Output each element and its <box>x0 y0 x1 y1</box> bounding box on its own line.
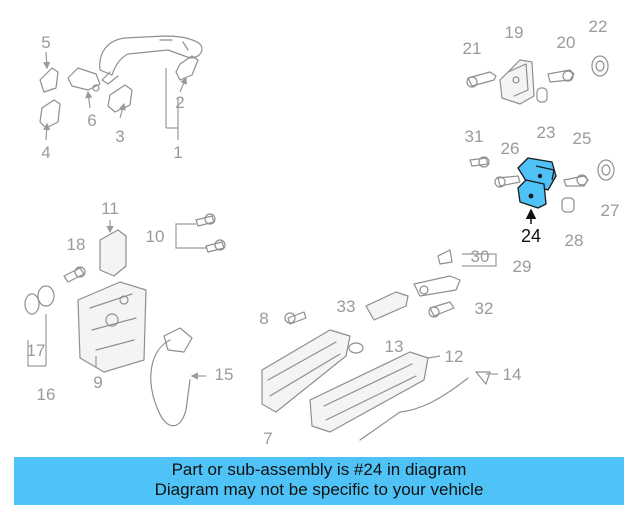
handle-base-part <box>107 84 133 113</box>
banner-line-1: Part or sub-assembly is #24 in diagram <box>171 460 467 479</box>
rod-29 <box>413 275 461 297</box>
hinge-bolt-21 <box>466 71 497 88</box>
callout-1: 1 <box>173 143 182 162</box>
callout-15: 15 <box>215 365 234 384</box>
callout-9: 9 <box>93 373 102 392</box>
callout-30: 30 <box>471 247 490 266</box>
screw-8 <box>284 311 307 325</box>
callout-13: 13 <box>385 337 404 356</box>
callout-29: 29 <box>513 257 532 276</box>
upper-hinge-part <box>499 59 535 105</box>
key-cylinder-part <box>67 67 101 92</box>
callout-10: 10 <box>146 227 165 246</box>
callout-20: 20 <box>557 33 576 52</box>
outside-handle-part <box>99 35 203 85</box>
callout-27: 27 <box>601 201 620 220</box>
cable-14 <box>359 371 491 441</box>
callout-5: 5 <box>41 33 50 52</box>
info-banner: Part or sub-assembly is #24 in diagram D… <box>14 457 624 505</box>
callout-11: 11 <box>101 199 119 218</box>
trim-panel-7 <box>261 329 351 413</box>
callout-33: 33 <box>337 297 356 316</box>
callout-25: 25 <box>573 129 592 148</box>
hinge-bolt-20 <box>547 69 575 83</box>
inner-cable-15 <box>150 327 193 427</box>
bezel-part <box>39 99 61 129</box>
callout-32: 32 <box>475 299 494 318</box>
cap-small-part <box>39 67 59 93</box>
callout-3: 3 <box>115 127 124 146</box>
banner-line-2: Diagram may not be specific to your vehi… <box>154 480 484 499</box>
bolt-32 <box>428 301 455 318</box>
bushing-22 <box>591 55 609 77</box>
hinge-bolt-26 <box>494 175 521 188</box>
callout-24: 24 <box>521 226 541 246</box>
handle-33 <box>365 291 409 321</box>
caps-17 <box>24 285 55 315</box>
pin-28 <box>561 197 575 213</box>
panel-12 <box>309 351 429 433</box>
callout-19: 19 <box>505 23 524 42</box>
callout-28: 28 <box>565 231 584 250</box>
callout-4: 4 <box>41 143 50 162</box>
callout-14: 14 <box>503 365 522 384</box>
bolts-10 <box>195 213 226 253</box>
callout-6: 6 <box>87 111 96 130</box>
latch-cover-11 <box>99 229 127 277</box>
pin-23 <box>536 87 548 103</box>
callout-8: 8 <box>259 309 268 328</box>
bolt-18 <box>63 266 86 283</box>
callout-31: 31 <box>465 127 484 146</box>
latch-assembly-9 <box>77 281 147 373</box>
callout-22: 22 <box>589 17 608 36</box>
hinge-bolt-25 <box>563 174 589 187</box>
callout-21: 21 <box>463 39 482 58</box>
callout-2: 2 <box>175 93 184 112</box>
bushing-27 <box>597 159 615 181</box>
callout-12: 12 <box>445 347 464 366</box>
hinge-bolt-31 <box>469 156 490 168</box>
callout-7: 7 <box>263 429 272 448</box>
callout-23: 23 <box>537 123 556 142</box>
clip-30 <box>437 249 453 265</box>
grommet-13 <box>348 342 364 354</box>
handle-cap-part <box>175 55 199 81</box>
callout-17: 17 <box>27 341 46 360</box>
callout-26: 26 <box>501 139 520 158</box>
callout-18: 18 <box>67 235 86 254</box>
callout-labels: 1 2 3 4 5 6 7 8 9 10 11 12 13 14 15 16 1… <box>27 17 620 448</box>
callout-16: 16 <box>37 385 56 404</box>
lower-hinge-part-24 <box>517 157 557 209</box>
